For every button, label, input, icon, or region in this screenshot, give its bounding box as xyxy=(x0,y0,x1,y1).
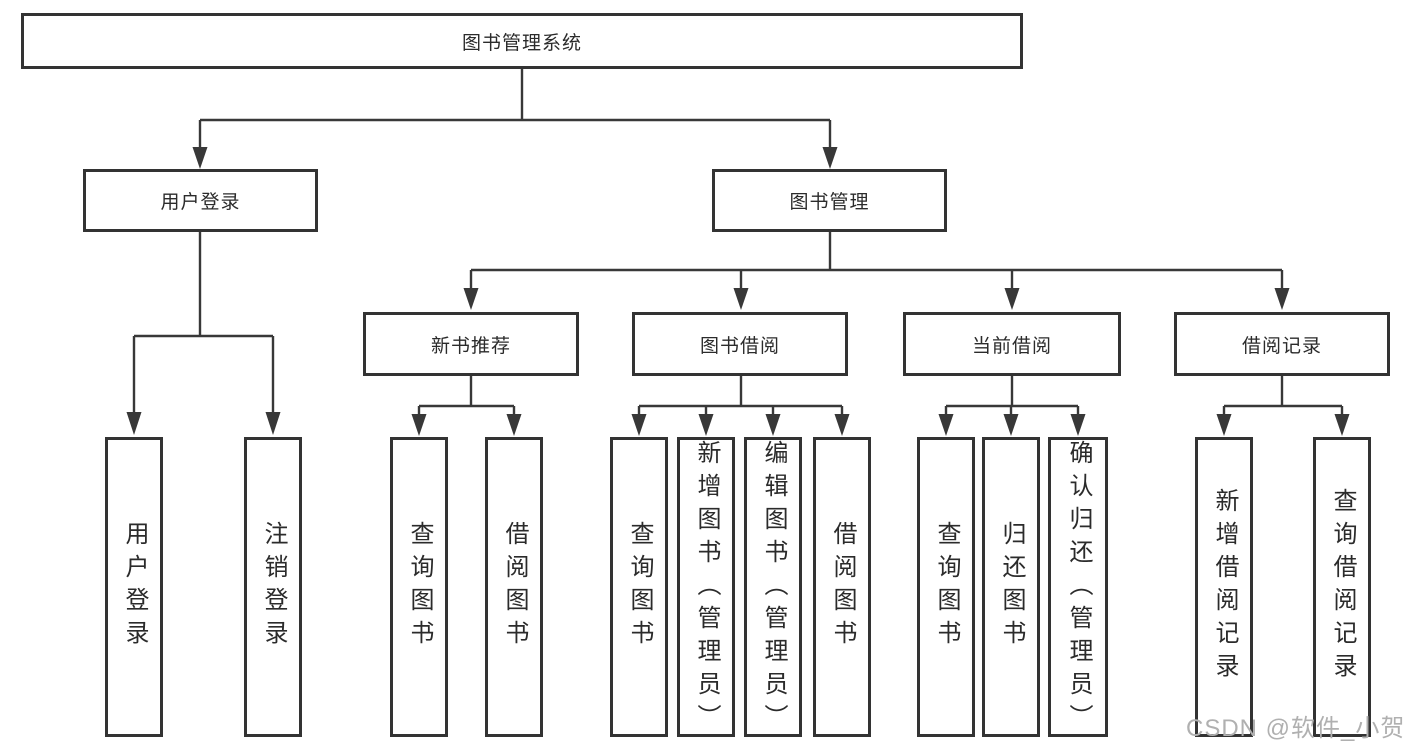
watermark-text: CSDN @软件_小贺同学 xyxy=(1186,715,1405,742)
node-borrow-books-recommend: 借阅图书 xyxy=(485,437,543,737)
connector-new-book-children xyxy=(411,375,522,436)
node-edit-books-admin: 编辑图书（管理员） xyxy=(744,437,802,737)
node-query-borrow-record: 查询借阅记录 xyxy=(1313,437,1371,737)
node-borrow-books-leaf: 借阅图书 xyxy=(813,437,871,737)
node-label: 查询图书 xyxy=(626,521,653,653)
node-current-borrow: 当前借阅 xyxy=(903,312,1121,376)
node-confirm-return-admin: 确认归还（管理员） xyxy=(1048,437,1108,737)
node-label: 用户登录 xyxy=(121,521,148,653)
connector-borrow-records-children xyxy=(1216,375,1350,436)
node-add-books-admin: 新增图书（管理员） xyxy=(677,437,735,737)
node-label: 确认归还（管理员） xyxy=(1065,440,1092,737)
node-label: 借阅图书 xyxy=(829,521,856,653)
node-label: 注销登录 xyxy=(260,521,287,653)
node-label: 归还图书 xyxy=(998,521,1025,653)
node-label: 查询图书 xyxy=(933,521,960,653)
node-query-books-current: 查询图书 xyxy=(917,437,975,737)
node-query-books-recommend: 查询图书 xyxy=(390,437,448,737)
connector-user-login-children xyxy=(126,232,281,435)
node-return-books: 归还图书 xyxy=(982,437,1040,737)
node-label: 编辑图书（管理员） xyxy=(760,440,787,737)
node-new-book-recommend: 新书推荐 xyxy=(363,312,579,376)
node-logout-leaf: 注销登录 xyxy=(244,437,302,737)
node-label: 借阅图书 xyxy=(501,521,528,653)
connector-book-management-children xyxy=(463,232,1290,310)
node-user-login: 用户登录 xyxy=(83,169,318,232)
connector-current-borrow-children xyxy=(938,375,1086,436)
node-borrow-records: 借阅记录 xyxy=(1174,312,1390,376)
node-root: 图书管理系统 xyxy=(21,13,1023,69)
node-label: 新增借阅记录 xyxy=(1211,488,1238,686)
node-book-management: 图书管理 xyxy=(712,169,947,232)
node-book-borrow: 图书借阅 xyxy=(632,312,848,376)
connector-book-borrow-children xyxy=(631,375,850,436)
node-add-borrow-record: 新增借阅记录 xyxy=(1195,437,1253,737)
connector-root-to-level1 xyxy=(192,69,838,169)
node-label: 新增图书（管理员） xyxy=(693,440,720,737)
node-label: 查询借阅记录 xyxy=(1329,488,1356,686)
node-query-books-borrow: 查询图书 xyxy=(610,437,668,737)
node-user-login-leaf: 用户登录 xyxy=(105,437,163,737)
node-label: 查询图书 xyxy=(406,521,433,653)
